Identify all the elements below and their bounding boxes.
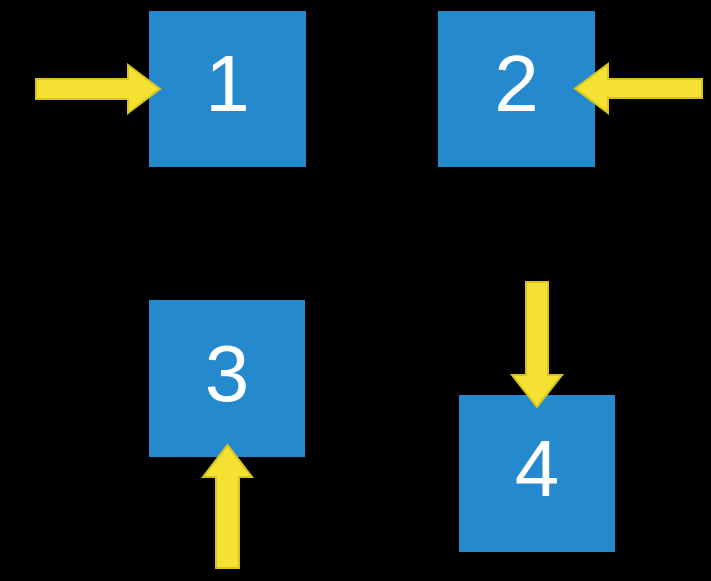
- square-2: 2: [438, 11, 595, 167]
- arrow-up-shape: [200, 443, 255, 569]
- square-4-label: 4: [514, 423, 560, 513]
- square-1: 1: [149, 11, 306, 167]
- square-1-label: 1: [205, 39, 250, 128]
- square-4: 4: [459, 395, 615, 552]
- square-3-label: 3: [204, 328, 250, 418]
- square-3: 3: [149, 300, 305, 457]
- arrow-right-shape: [35, 63, 162, 115]
- arrow-down-icon: [509, 281, 565, 409]
- arrow-up-icon: [200, 443, 255, 569]
- arrow-left-icon: [573, 62, 703, 115]
- arrow-right-icon: [35, 63, 162, 115]
- arrow-down-shape: [509, 281, 565, 409]
- square-2-label: 2: [494, 39, 539, 128]
- arrow-left-shape: [573, 62, 703, 115]
